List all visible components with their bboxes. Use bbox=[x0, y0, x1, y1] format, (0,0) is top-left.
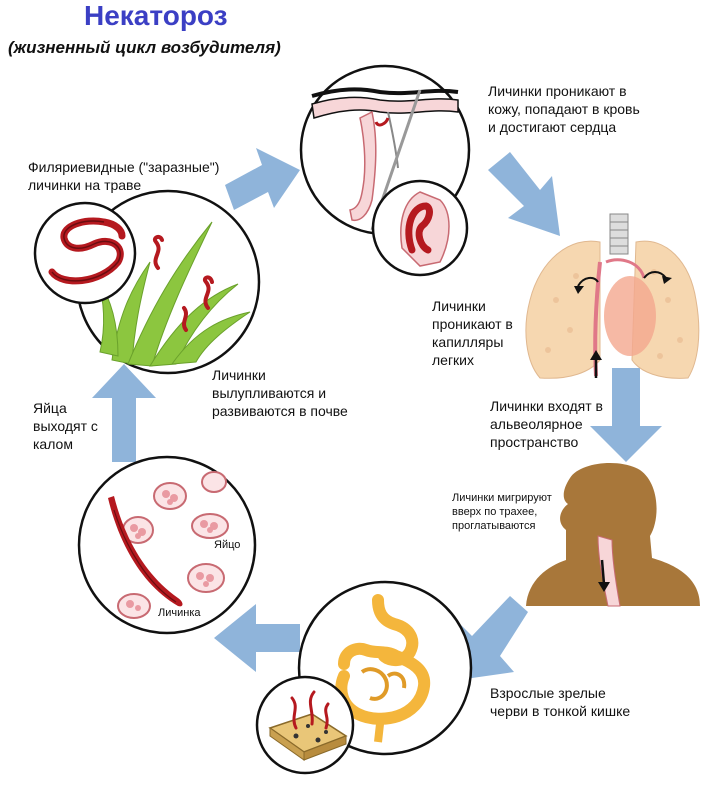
arrow-lungs-to-throat bbox=[590, 368, 662, 462]
lungs-heart-illustration bbox=[525, 213, 700, 379]
label-capillaries: Личинки проникают в капилляры легких bbox=[432, 298, 513, 368]
label-alveolar: Личинки входят в альвеолярное пространст… bbox=[490, 398, 603, 450]
filariform-larva-inset bbox=[33, 201, 137, 305]
label-trachea: Личинки мигрируют вверх по трахее, прогл… bbox=[452, 492, 552, 532]
page-title: Некатороз bbox=[84, 0, 228, 31]
label-eggs-exit: Яйца выходят с калом bbox=[33, 400, 98, 452]
vessel-inset bbox=[371, 179, 469, 277]
label-filariform: Филяриевидные ("заразные") личинки на тр… bbox=[28, 159, 220, 193]
soil-inset bbox=[255, 675, 355, 775]
arrow-skin-to-lungs bbox=[488, 152, 560, 236]
arrow-eggs-to-grass bbox=[92, 364, 156, 462]
label-adults: Взрослые зрелые черви в тонкой кишке bbox=[490, 685, 631, 719]
arrow-intestine-to-eggs bbox=[214, 604, 300, 672]
label-larva: Личинка bbox=[158, 607, 201, 619]
eggs-scene bbox=[77, 455, 257, 635]
head-throat-silhouette bbox=[526, 463, 700, 607]
arrow-grass-to-skin bbox=[225, 148, 300, 210]
label-skin: Личинки проникают в кожу, попадают в кро… bbox=[488, 83, 640, 135]
arrow-throat-to-intestine bbox=[458, 596, 528, 680]
label-egg: Яйцо bbox=[214, 539, 241, 551]
cycle-arrows bbox=[92, 148, 662, 680]
label-hatch: Личинки вылупливаются и развиваются в по… bbox=[212, 367, 348, 419]
page-subtitle: (жизненный цикл возбудителя) bbox=[8, 38, 281, 57]
